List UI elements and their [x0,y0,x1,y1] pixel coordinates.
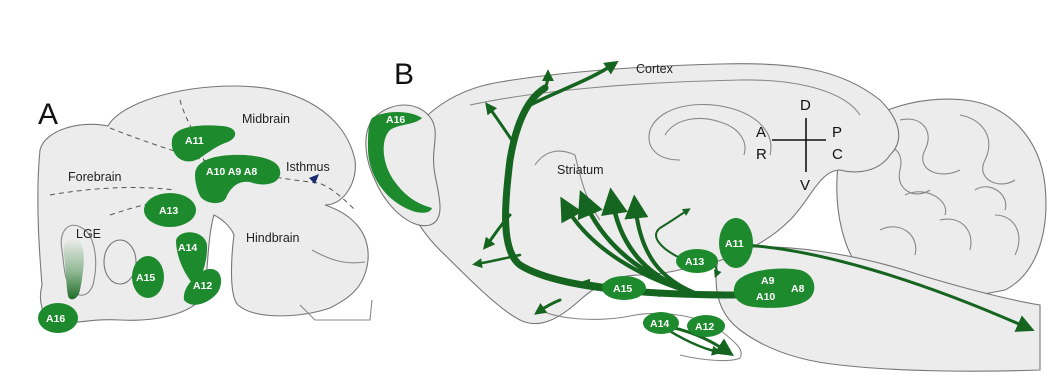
nucleus-b-a11-label: A11 [725,238,744,250]
orient-dorsal: D [800,97,811,114]
nucleus-a11-label: A11 [185,135,204,147]
panel-b-label: B [394,58,414,91]
nucleus-b-a15-label: A15 [613,283,632,295]
nucleus-a12-label: A12 [193,280,212,292]
nucleus-b-a10-label: A10 [756,291,775,303]
nucleus-a14-label: A14 [178,242,197,254]
nucleus-b-a13-label: A13 [685,256,704,268]
region-b-striatum: Striatum [557,163,604,177]
region-lge: LGE [76,227,101,241]
panel-a-embryonic-brain: A11 A10 A9 A8 A13 A14 A12 A15 A16 Midbra… [38,86,372,333]
panel-a-label: A [38,98,58,131]
orient-posterior: P [832,124,842,141]
region-forebrain: Forebrain [68,170,122,184]
nucleus-b-a16-label: A16 [386,114,405,126]
nucleus-b-a14-label: A14 [650,318,669,330]
panel-b-sagittal-brain: D V A R P C [366,62,1046,371]
region-midbrain: Midbrain [242,112,290,126]
region-hindbrain: Hindbrain [246,231,300,245]
mge-bulge [104,240,136,284]
orient-ventral: V [800,177,810,194]
orient-anterior: A [756,124,766,141]
nucleus-a15-label: A15 [136,272,155,284]
nucleus-b-a8-label: A8 [791,283,805,295]
nucleus-a10-a9-a8-label: A10 A9 A8 [206,166,257,178]
nucleus-b-a12-label: A12 [695,321,714,333]
orient-caudal: C [832,146,843,163]
region-b-cortex: Cortex [636,62,674,76]
orient-rostral: R [756,146,767,163]
nucleus-a13-label: A13 [159,205,178,217]
nucleus-b-a9-label: A9 [761,275,775,287]
nucleus-a16-label: A16 [46,313,65,325]
region-isthmus: Isthmus [286,160,330,174]
